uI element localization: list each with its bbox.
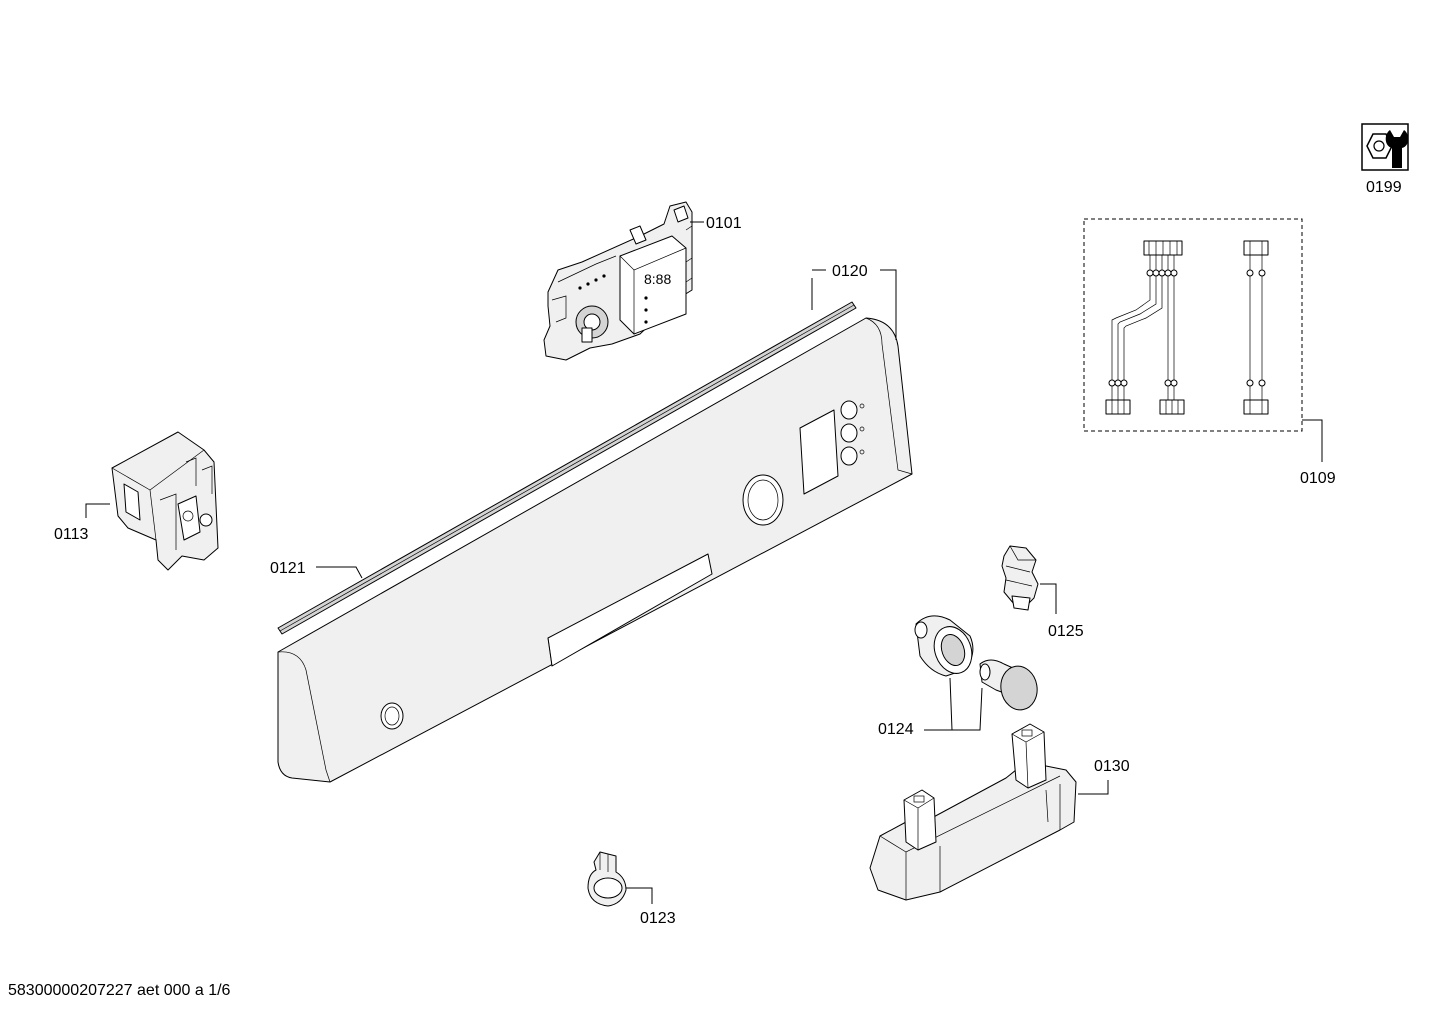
label-0121: 0121 [270, 560, 306, 577]
leader-0125 [1040, 583, 1057, 614]
label-0124: 0124 [878, 721, 914, 738]
part-0121-seal-strip [277, 301, 857, 635]
leader-0113 [85, 503, 110, 518]
leader-0123 [626, 887, 653, 904]
part-0120-control-panel [277, 317, 913, 783]
leader-0130 [1078, 780, 1109, 795]
part-0125-push-buttons [1001, 545, 1039, 611]
part-0124-knob-assembly [914, 615, 1038, 711]
label-0130: 0130 [1094, 758, 1130, 775]
control-module-display: 8:88 [644, 271, 671, 287]
label-0125: 0125 [1048, 623, 1084, 640]
leader-0124 [924, 677, 983, 731]
part-0113-door-switch [111, 431, 219, 571]
label-0199: 0199 [1366, 179, 1402, 196]
label-0113: 0113 [54, 526, 89, 543]
part-0130-support-bracket [869, 723, 1077, 901]
part-0101-control-module: 8:88 [543, 201, 693, 361]
label-0109: 0109 [1300, 470, 1336, 487]
leader-0109 [1302, 419, 1323, 462]
leader-0120 [811, 269, 897, 340]
label-0120: 0120 [832, 263, 868, 280]
document-footer-code: 58300000207227 aet 000 a 1/6 [8, 982, 231, 999]
leader-0121 [316, 566, 363, 579]
part-0123-small-switch [587, 851, 627, 907]
label-0123: 0123 [640, 910, 676, 927]
part-0199-tool-icon [1361, 123, 1409, 171]
part-0109-wiring-harness [1083, 218, 1303, 432]
label-0101: 0101 [706, 215, 742, 232]
